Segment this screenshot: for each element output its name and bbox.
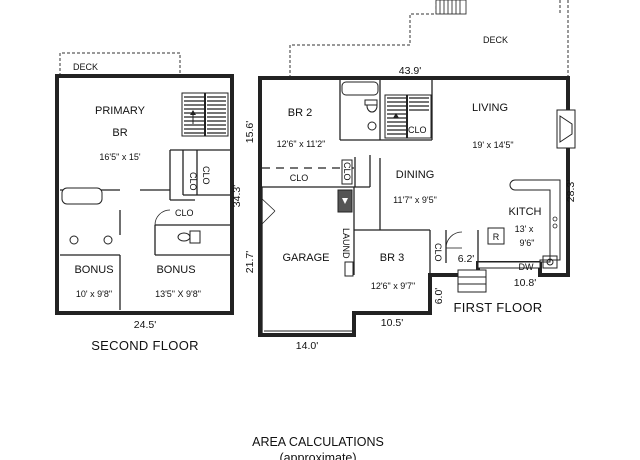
second-floor-title: SECOND FLOOR xyxy=(91,338,199,353)
primary-bedroom-label: PRIMARY xyxy=(95,105,146,117)
first-floor-plan: DECK 43.9' xyxy=(244,0,577,352)
second-floor-depth: 34.3' xyxy=(231,185,243,207)
deck-stairs xyxy=(435,0,467,15)
first-floor-interior-walls xyxy=(261,80,479,335)
garage-label: GARAGE xyxy=(282,252,329,264)
first-floor-title: FIRST FLOOR xyxy=(453,300,542,315)
bedroom-2-label: BR 2 xyxy=(288,107,312,119)
second-floor-tub-icon xyxy=(61,187,103,205)
bonus-room-1-dims: 10' x 9'8" xyxy=(76,289,112,299)
bedroom-2-closet: CLO xyxy=(290,173,309,183)
hall-closet: CLO xyxy=(342,162,352,181)
second-floor-closet-a: CLO xyxy=(188,172,198,191)
kitchen-sink-icon xyxy=(542,255,558,269)
dining-room-label: DINING xyxy=(396,169,435,181)
first-floor-deck-outline xyxy=(289,0,569,78)
bonus-room-2-label: BONUS xyxy=(156,264,195,276)
bonus-room-2-dims: 13'5" X 9'8" xyxy=(155,289,201,299)
living-room-dims: 19' x 14'5" xyxy=(472,140,513,150)
bedroom-3-depth: 6.0' xyxy=(433,288,445,305)
first-floor-toilet-icon xyxy=(364,99,378,113)
dishwasher-label: DW xyxy=(519,262,534,272)
range-box xyxy=(487,227,505,245)
entry-steps xyxy=(457,269,487,293)
first-floor-deck-label: DECK xyxy=(483,35,508,45)
range-label: R xyxy=(493,232,500,242)
second-floor-sink-icon xyxy=(69,235,113,245)
entry-width: 6.2' xyxy=(458,253,475,265)
bedroom-3-width: 10.5' xyxy=(381,317,403,329)
bedroom-2-dims: 12'6" x 11'2" xyxy=(277,139,326,149)
first-floor-stairs xyxy=(384,94,432,139)
second-floor-door xyxy=(154,209,171,226)
bonus-room-1-label: BONUS xyxy=(74,264,113,276)
first-floor-left-depth-lower: 21.7' xyxy=(244,251,256,273)
laundry-shelf xyxy=(344,261,354,277)
first-floor-right-depth: 28.3' xyxy=(565,180,577,202)
dining-room-dims: 11'7" x 9'5" xyxy=(393,195,437,205)
primary-bedroom-dims: 16'5" x 15' xyxy=(99,152,140,162)
primary-bedroom-label-2: BR xyxy=(112,127,127,139)
second-floor-deck-label: DECK xyxy=(73,62,98,72)
area-calculations-title: AREA CALCULATIONS xyxy=(252,435,384,449)
second-floor-closet-b: CLO xyxy=(201,166,211,185)
second-floor-closet-c: CLO xyxy=(175,208,194,218)
hall-closet-shelf xyxy=(341,159,353,185)
kitchen-dims-1: 13' x xyxy=(515,224,534,234)
first-floor-doors xyxy=(259,196,463,249)
bedroom-3-label: BR 3 xyxy=(380,252,404,264)
living-room-label: LIVING xyxy=(472,102,508,114)
kitchen-label: KITCH xyxy=(509,206,542,218)
bath-closet: CLO xyxy=(408,125,427,135)
second-floor-outer-wall xyxy=(55,74,234,315)
kitchen-width: 10.8' xyxy=(514,277,536,289)
second-floor-toilet-icon xyxy=(177,230,201,244)
cooktop-icon xyxy=(552,216,558,229)
first-floor-top-width: 43.9' xyxy=(399,65,421,77)
fireplace-icon xyxy=(556,109,576,149)
second-floor-stairs xyxy=(181,92,229,137)
bedroom-3-closet: CLO xyxy=(433,243,443,262)
second-floor-width: 24.5' xyxy=(134,319,156,331)
bedroom-3-dims: 12'6" x 9'7" xyxy=(371,281,415,291)
second-floor-deck-outline xyxy=(59,52,181,76)
garage-width: 14.0' xyxy=(296,340,318,352)
first-floor-left-depth-upper: 15.6' xyxy=(244,121,256,143)
kitchen-dims-2: 9'6" xyxy=(520,238,535,248)
first-floor-sink-icon xyxy=(367,121,377,131)
first-floor-tub-icon xyxy=(341,81,379,96)
laundry-label: LAUND xyxy=(341,228,351,259)
second-floor-plan: DECK xyxy=(55,52,243,353)
area-calculations-subtitle: (approximate) xyxy=(279,451,356,460)
